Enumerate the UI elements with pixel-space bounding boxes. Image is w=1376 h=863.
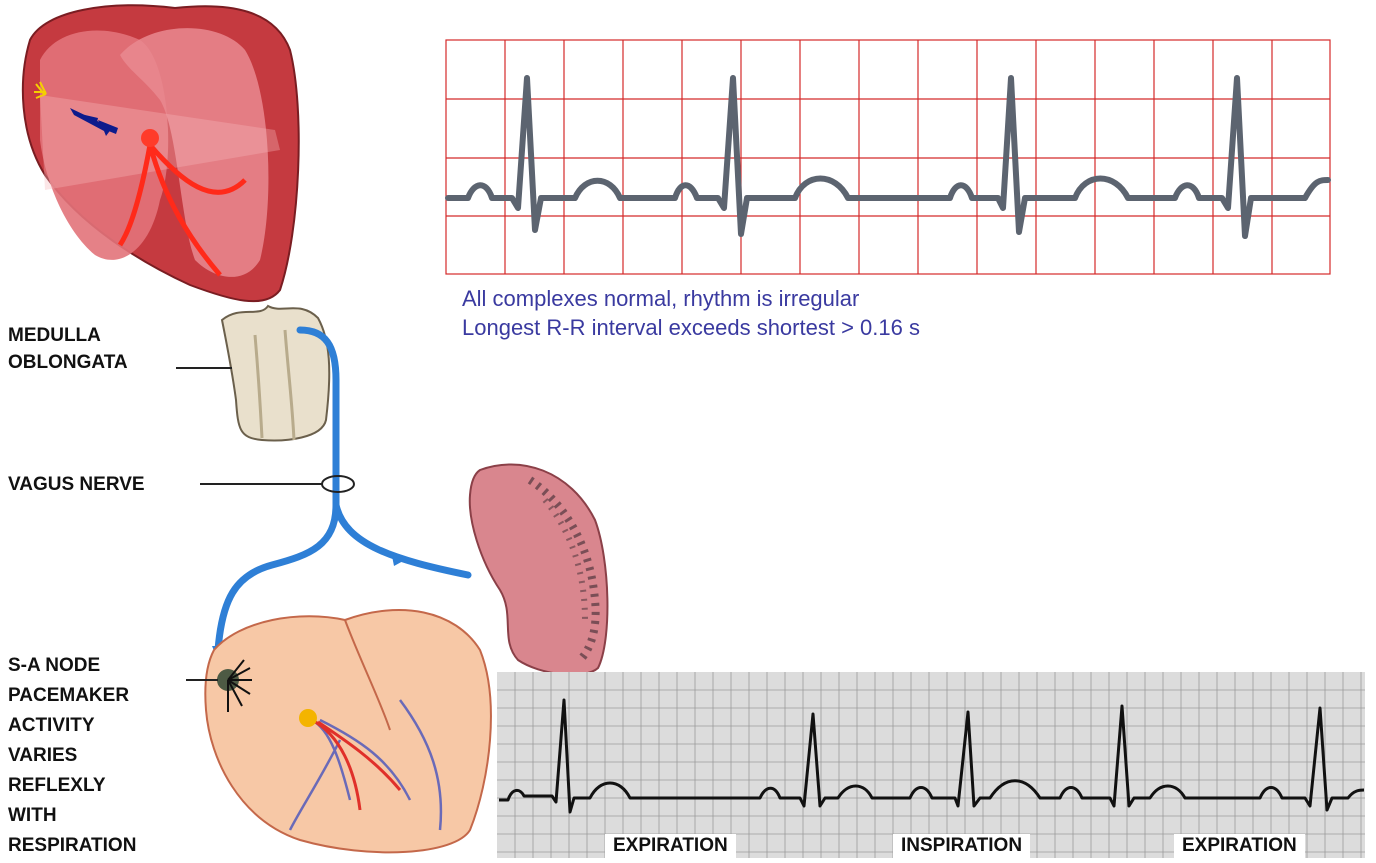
phase-label-expiration-2: EXPIRATION — [1174, 834, 1305, 858]
ecg-caption: All complexes normal, rhythm is irregula… — [462, 284, 920, 342]
medulla-label-line2: OBLONGATA — [8, 349, 128, 376]
sa-node-line: S-A NODE — [8, 651, 136, 681]
sa-node-line: ACTIVITY — [8, 711, 136, 741]
ecg-strip-bottom — [497, 672, 1365, 858]
sa-node-line: WITH — [8, 801, 136, 831]
ecg-caption-line2: Longest R-R interval exceeds shortest > … — [462, 313, 920, 342]
sa-node-line: PACEMAKER — [8, 681, 136, 711]
lower-heart-illustration — [186, 610, 491, 852]
ecg-grid-top — [446, 40, 1330, 274]
ecg-trace-top — [448, 78, 1328, 236]
sa-node-line: REFLEXLY — [8, 771, 136, 801]
phase-label-expiration-1: EXPIRATION — [605, 834, 736, 858]
medulla-label-line1: MEDULLA — [8, 322, 128, 349]
medulla-illustration — [176, 306, 329, 440]
sa-node-label: S-A NODE PACEMAKER ACTIVITY VARIES REFLE… — [8, 651, 136, 861]
heart-cross-section-illustration — [23, 5, 299, 301]
ecg-caption-line1: All complexes normal, rhythm is irregula… — [462, 284, 920, 313]
vagus-nerve-label: VAGUS NERVE — [8, 471, 145, 498]
sa-node-line: RESPIRATION — [8, 831, 136, 861]
sa-node-line: VARIES — [8, 741, 136, 771]
medulla-label: MEDULLA OBLONGATA — [8, 322, 128, 376]
phase-label-inspiration: INSPIRATION — [893, 834, 1030, 858]
lung-illustration — [470, 464, 608, 674]
